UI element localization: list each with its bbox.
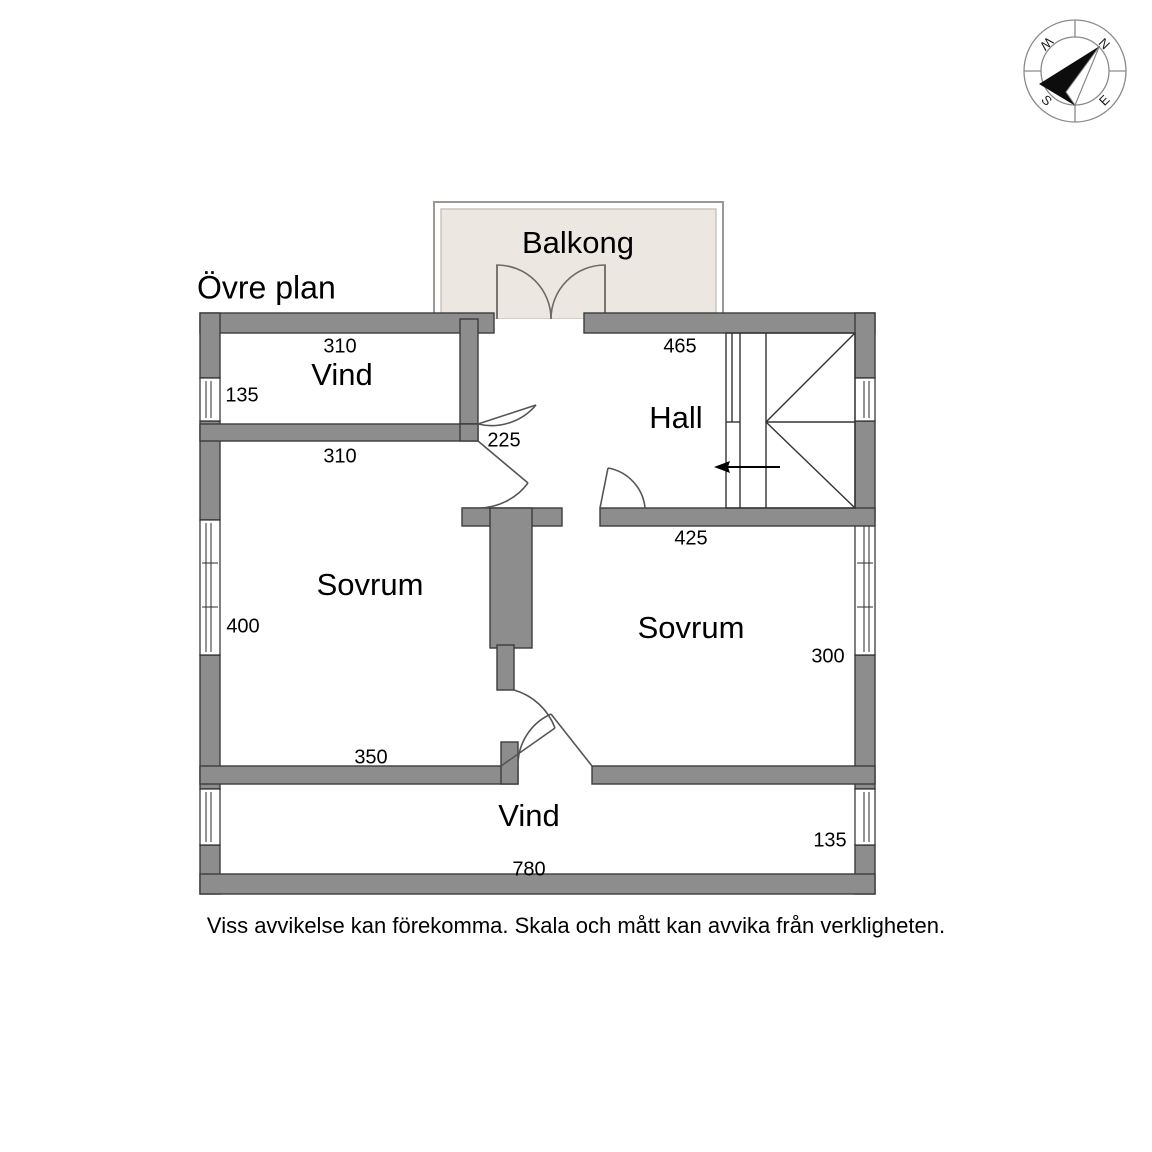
window-icon-right-2 bbox=[854, 519, 876, 656]
windows-group bbox=[199, 377, 876, 846]
window-icon-right-1 bbox=[854, 377, 876, 422]
room-label-vind-top: Vind bbox=[311, 357, 373, 392]
exterior-walls bbox=[199, 312, 876, 895]
wall-stub-door-225 bbox=[459, 423, 479, 442]
room-label-sovrum-left: Sovrum bbox=[317, 567, 424, 602]
dimension-labels: 310 135 465 310 225 425 400 300 350 135 … bbox=[225, 335, 846, 880]
balcony-group bbox=[433, 201, 724, 320]
dimension-vind-top-width: 310 bbox=[323, 335, 356, 357]
wall-closet-stem bbox=[489, 507, 533, 649]
balcony-door-leaf-right bbox=[550, 264, 606, 320]
doors-group bbox=[462, 404, 646, 767]
dimension-door-225: 225 bbox=[487, 429, 520, 451]
dimension-sovrum-left-top: 310 bbox=[323, 445, 356, 467]
dimension-vind-bottom-height: 135 bbox=[813, 829, 846, 851]
dimension-hall-width: 465 bbox=[663, 335, 696, 357]
door-swing-icon-landing-lower bbox=[462, 440, 529, 509]
wall-exterior-left-a bbox=[199, 312, 221, 379]
wall-exterior-top-right bbox=[583, 312, 876, 334]
room-labels: Balkong Vind Hall Sovrum Sovrum Vind bbox=[311, 225, 744, 833]
window-icon-left-1 bbox=[199, 377, 221, 422]
door-swing-icon-sovrum-right bbox=[599, 467, 646, 509]
room-label-vind-bottom: Vind bbox=[498, 798, 560, 833]
wall-exterior-right-b bbox=[854, 420, 876, 521]
compass-needle-light bbox=[1065, 46, 1100, 107]
dimension-vind-top-height: 135 bbox=[225, 384, 258, 406]
dimension-sovrum-right-height: 300 bbox=[811, 645, 844, 667]
wall-exterior-bottom bbox=[199, 873, 876, 895]
interior-walls bbox=[199, 318, 876, 785]
window-icon-left-2 bbox=[199, 519, 221, 656]
wall-stub-between-doors bbox=[500, 741, 519, 785]
building-interior-fill bbox=[200, 319, 875, 894]
compass-rose-icon: N E S W bbox=[1023, 19, 1127, 123]
arrow-left-icon bbox=[714, 461, 780, 473]
wall-interior-vind-bottom bbox=[199, 423, 479, 442]
dimension-sovrum-left-bottom: 350 bbox=[354, 746, 387, 768]
window-icon-left-3 bbox=[199, 788, 221, 846]
page-title: Övre plan bbox=[197, 269, 336, 305]
stair-winder-lower bbox=[765, 421, 856, 509]
wall-interior-vind-bottom-left bbox=[199, 765, 519, 785]
room-label-sovrum-right: Sovrum bbox=[638, 610, 745, 645]
wall-interior-vind-right bbox=[459, 318, 479, 425]
wall-interior-vind-bottom-right bbox=[591, 765, 876, 785]
balcony-floor bbox=[440, 208, 717, 320]
wall-interior-hall-bottom bbox=[599, 507, 876, 527]
dimension-vind-bottom-width: 780 bbox=[512, 858, 545, 880]
stair-outline bbox=[725, 332, 856, 509]
room-label-hall: Hall bbox=[649, 400, 702, 435]
window-icon-right-3 bbox=[854, 788, 876, 846]
dimension-hall-bottom: 425 bbox=[674, 527, 707, 549]
wall-closet-stem-lower bbox=[496, 644, 515, 691]
stair-winder-upper bbox=[765, 332, 856, 423]
wall-exterior-right-a bbox=[854, 312, 876, 379]
balcony-door-leaf-left bbox=[496, 264, 552, 320]
disclaimer-caption: Viss avvikelse kan förekomma. Skala och … bbox=[207, 913, 945, 938]
door-swing-icon-vind-top bbox=[477, 404, 537, 427]
wall-exterior-top-left bbox=[199, 312, 495, 334]
door-swing-icon-vind-bottom bbox=[517, 713, 593, 767]
door-swing-icon-sovrum-left bbox=[500, 689, 556, 767]
room-label-balkong: Balkong bbox=[522, 225, 634, 260]
staircase-group bbox=[714, 332, 856, 509]
dimension-sovrum-left-height: 400 bbox=[226, 615, 259, 637]
